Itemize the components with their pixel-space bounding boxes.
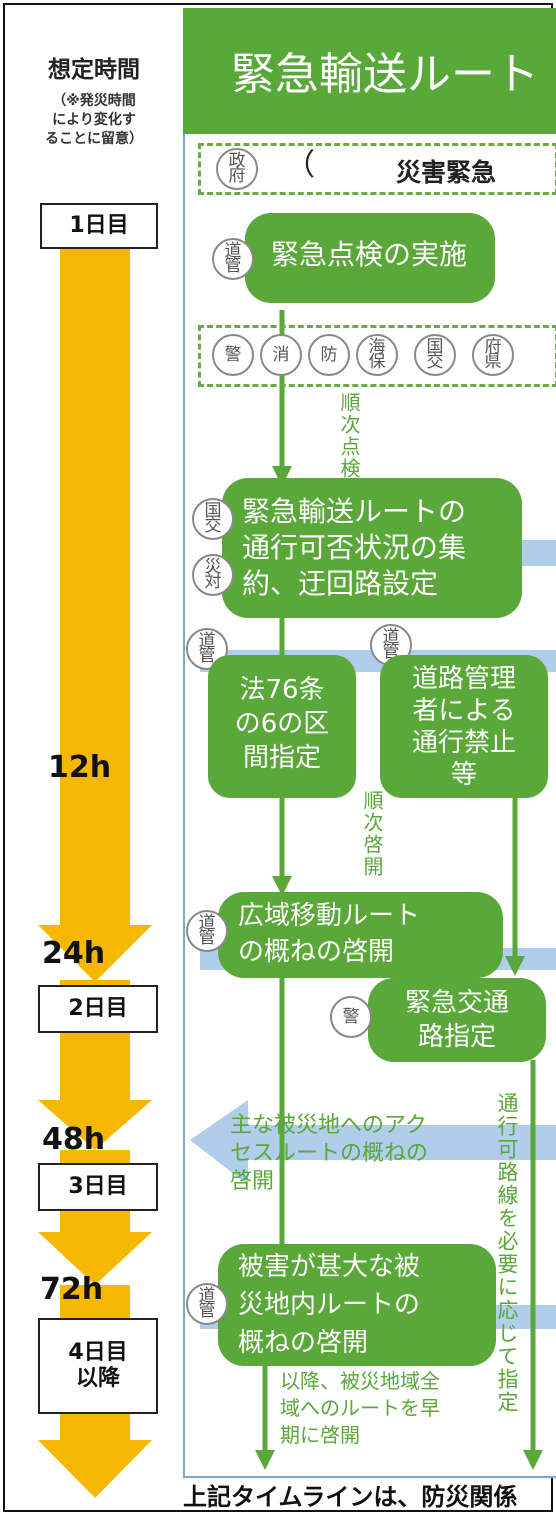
text-later-clearing: 以降、被災地域全 域へのルートを早 期に啓開 <box>280 1369 440 1447</box>
flow-head-3 <box>272 876 292 896</box>
box-road-admin: 道路管理 者による 通行禁止 等 <box>380 655 548 798</box>
day-1-label: 1日目 <box>40 203 158 249</box>
agency-row-1-label: 災害緊急 <box>396 158 497 187</box>
panel-title: 緊急輸送ルート <box>183 8 556 134</box>
agency-circle-gov: 政 府 <box>216 148 258 190</box>
flow-head-7 <box>523 1450 543 1470</box>
agency-circle-road-4: 道 管 <box>186 910 228 952</box>
agency-circle-defense: 防 <box>308 334 350 376</box>
agency-circle-fire: 消 <box>260 334 302 376</box>
agency-circle-pref: 府 県 <box>472 334 514 376</box>
box-damaged-area: 被害が甚大な被 災地内ルートの 概ねの啓開 <box>218 1244 496 1366</box>
hour-72: 72h <box>40 1272 104 1307</box>
agency-circle-road-1: 道 管 <box>212 238 254 280</box>
hour-12: 12h <box>48 750 112 785</box>
blue-arrow-access <box>190 1100 556 1185</box>
agency-circle-police: 警 <box>212 334 254 376</box>
box-route-status: 緊急輸送ルートの 通行可否状況の集 約、迂回路設定 <box>222 478 522 618</box>
box-wide-area: 広域移動ルート の概ねの啓開 <box>218 892 503 978</box>
text-access-route: 主な被災地へのアク セスルートの概ねの 啓開 <box>230 1113 429 1194</box>
day-3-label: 3日目 <box>38 1163 158 1211</box>
flow-head-1 <box>272 466 292 486</box>
note-designate: 通行可路線を必要に応じて指定 <box>495 1092 519 1414</box>
arrow-shaft-1 <box>60 210 130 930</box>
agency-circle-road-5: 道 管 <box>186 1283 228 1325</box>
arrow-head-3 <box>38 1232 152 1285</box>
timeline-note: （※発災時間 により変化す ることに留意） <box>45 93 143 147</box>
footer-note: 上記タイムラインは、防災関係 <box>183 1483 518 1511</box>
agency-circle-mlit: 国 交 <box>414 334 456 376</box>
hour-24: 24h <box>42 936 106 971</box>
day-2-label: 2日目 <box>38 985 158 1033</box>
agency-circle-disaster: 災 対 <box>192 554 234 596</box>
note-sequential-clearing: 順次啓開 <box>360 790 384 878</box>
arrow-head-4 <box>38 1440 152 1498</box>
flow-head-4 <box>505 956 525 976</box>
arrow-head-1 <box>38 925 152 982</box>
box-inspection: 緊急点検の実施 <box>245 213 495 303</box>
agency-circle-police-2: 警 <box>330 996 372 1038</box>
box-law-76: 法76条 の6の区 間指定 <box>208 655 356 798</box>
flow-head-6 <box>255 1450 275 1470</box>
arrow-head-2 <box>38 1100 152 1150</box>
agency-circle-mlit-2: 国 交 <box>192 498 234 540</box>
hour-48: 48h <box>42 1122 106 1157</box>
open-paren: （ <box>285 148 315 183</box>
day-4-label: 4日目 以降 <box>38 1318 158 1414</box>
agency-circle-coast: 海 保 <box>356 334 398 376</box>
note-sequential-inspection: 順次点検 <box>337 392 361 480</box>
box-emergency-road: 緊急交通 路指定 <box>368 978 546 1062</box>
timeline-title: 想定時間 <box>48 57 140 83</box>
